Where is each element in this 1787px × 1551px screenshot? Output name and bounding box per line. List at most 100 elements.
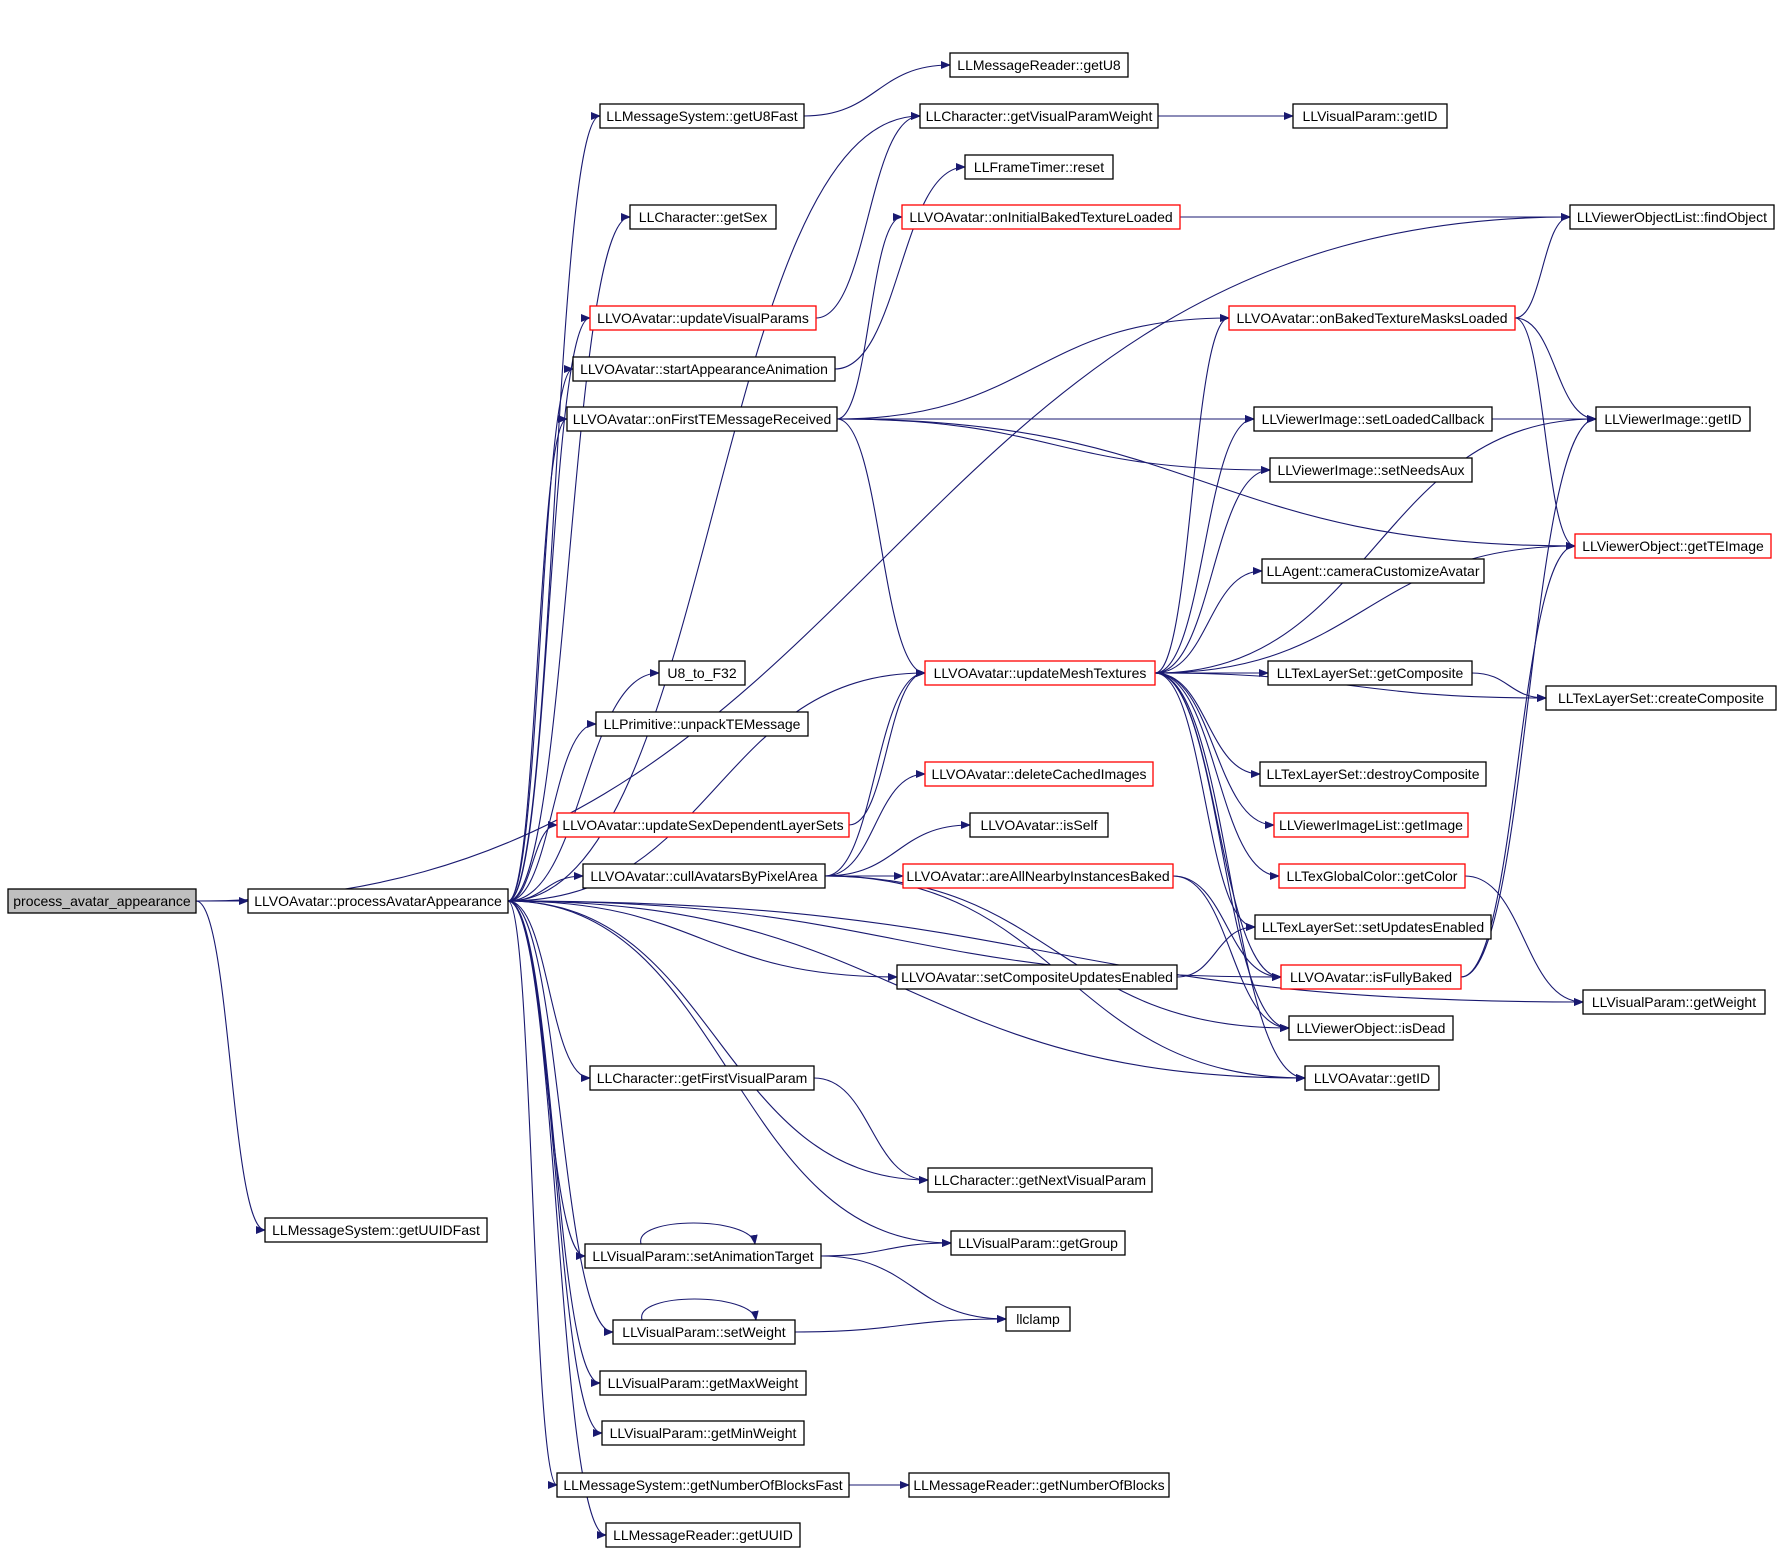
node-box[interactable] <box>556 1472 850 1498</box>
node-llviewerimagelist-getimage[interactable]: LLViewerImageList::getImage <box>1273 812 1469 838</box>
node-llprimitive-unpacktemessage[interactable]: LLPrimitive::unpackTEMessage <box>595 711 809 737</box>
node-box[interactable] <box>612 1319 796 1345</box>
node-box[interactable] <box>908 1472 1170 1498</box>
node-box[interactable] <box>599 103 805 129</box>
node-llvoavatar-processavatarappearance[interactable]: LLVOAvatar::processAvatarAppearance <box>247 888 509 914</box>
node-box[interactable] <box>566 406 838 432</box>
node-box[interactable] <box>1005 1306 1071 1332</box>
node-box[interactable] <box>969 812 1109 838</box>
node-box[interactable] <box>7 888 197 914</box>
node-box[interactable] <box>1267 660 1473 686</box>
node-llvoavatar-onbakedtexturemasksloaded[interactable]: LLVOAvatar::onBakedTextureMasksLoaded <box>1228 305 1516 331</box>
node-llmessagesystem-getu8fast[interactable]: LLMessageSystem::getU8Fast <box>599 103 805 129</box>
node-llcharacter-getfirstvisualparam[interactable]: LLCharacter::getFirstVisualParam <box>589 1065 815 1091</box>
node-box[interactable] <box>1261 558 1485 584</box>
node-box[interactable] <box>927 1167 1153 1193</box>
node-box[interactable] <box>1254 914 1492 940</box>
node-box[interactable] <box>599 1370 807 1396</box>
node-llvoavatar-updatevisualparams[interactable]: LLVOAvatar::updateVisualParams <box>589 305 817 331</box>
node-box[interactable] <box>1269 457 1473 483</box>
node-llcharacter-getvisualparamweight[interactable]: LLCharacter::getVisualParamWeight <box>919 103 1159 129</box>
node-box[interactable] <box>1582 989 1766 1015</box>
node-llvoavatar-setcompositeupdatesenabled[interactable]: LLVOAvatar::setCompositeUpdatesEnabled <box>896 964 1178 990</box>
node-llvoavatar-areallnearbyinstancesbaked[interactable]: LLVOAvatar::areAllNearbyInstancesBaked <box>902 863 1174 889</box>
node-box[interactable] <box>924 660 1156 686</box>
node-box[interactable] <box>584 1243 822 1269</box>
node-llmessagereader-getuuid[interactable]: LLMessageReader::getUUID <box>605 1522 801 1548</box>
node-process-avatar-appearance[interactable]: process_avatar_appearance <box>7 888 197 914</box>
node-llmessagesystem-getuuidfast[interactable]: LLMessageSystem::getUUIDFast <box>264 1217 488 1243</box>
node-llvoavatar-updatemeshtextures[interactable]: LLVOAvatar::updateMeshTextures <box>924 660 1156 686</box>
node-box[interactable] <box>1304 1065 1440 1091</box>
node-box[interactable] <box>1273 812 1469 838</box>
node-box[interactable] <box>919 103 1159 129</box>
node-llframetimer-reset[interactable]: LLFrameTimer::reset <box>964 154 1114 180</box>
node-llvoavatar-cullavatarsbypixelarea[interactable]: LLVOAvatar::cullAvatarsByPixelArea <box>582 863 826 889</box>
node-box[interactable] <box>1278 863 1466 889</box>
node-llvoavatar-startappearanceanimation[interactable]: LLVOAvatar::startAppearanceAnimation <box>572 356 836 382</box>
node-box[interactable] <box>1288 1015 1454 1041</box>
node-box[interactable] <box>629 204 777 230</box>
node-box[interactable] <box>572 356 836 382</box>
node-box[interactable] <box>1253 406 1493 432</box>
node-llvoavatar-isfullybaked[interactable]: LLVOAvatar::isFullyBaked <box>1280 964 1462 990</box>
node-box[interactable] <box>264 1217 488 1243</box>
node-box[interactable] <box>901 204 1181 230</box>
node-u8-to-f32[interactable]: U8_to_F32 <box>658 660 746 686</box>
node-box[interactable] <box>1574 533 1772 559</box>
node-llviewerobject-isdead[interactable]: LLViewerObject::isDead <box>1288 1015 1454 1041</box>
node-llvoavatar-isself[interactable]: LLVOAvatar::isSelf <box>969 812 1109 838</box>
node-box[interactable] <box>1292 103 1448 129</box>
node-llvisualparam-setanimationtarget[interactable]: LLVisualParam::setAnimationTarget <box>584 1243 822 1269</box>
node-llclamp[interactable]: llclamp <box>1005 1306 1071 1332</box>
node-box[interactable] <box>950 1230 1126 1256</box>
node-box[interactable] <box>924 761 1154 787</box>
node-llvoavatar-deletecachedimages[interactable]: LLVOAvatar::deleteCachedImages <box>924 761 1154 787</box>
node-llvisualparam-getminweight[interactable]: LLVisualParam::getMinWeight <box>601 1420 805 1446</box>
node-box[interactable] <box>589 1065 815 1091</box>
node-lltexlayerset-getcomposite[interactable]: LLTexLayerSet::getComposite <box>1267 660 1473 686</box>
node-box[interactable] <box>1228 305 1516 331</box>
node-box[interactable] <box>605 1522 801 1548</box>
node-llvoavatar-onfirsttemessagereceived[interactable]: LLVOAvatar::onFirstTEMessageReceived <box>566 406 838 432</box>
node-box[interactable] <box>589 305 817 331</box>
node-box[interactable] <box>896 964 1178 990</box>
node-llmessagereader-getu8[interactable]: LLMessageReader::getU8 <box>949 52 1129 78</box>
node-llvoavatar-oninitialbakedtextureloaded[interactable]: LLVOAvatar::onInitialBakedTextureLoaded <box>901 204 1181 230</box>
node-box[interactable] <box>1569 204 1775 230</box>
node-box[interactable] <box>964 154 1114 180</box>
node-llviewerobject-getteimage[interactable]: LLViewerObject::getTEImage <box>1574 533 1772 559</box>
node-box[interactable] <box>1545 685 1777 711</box>
node-llvisualparam-getgroup[interactable]: LLVisualParam::getGroup <box>950 1230 1126 1256</box>
node-box[interactable] <box>949 52 1129 78</box>
node-llcharacter-getnextvisualparam[interactable]: LLCharacter::getNextVisualParam <box>927 1167 1153 1193</box>
node-lltexglobalcolor-getcolor[interactable]: LLTexGlobalColor::getColor <box>1278 863 1466 889</box>
node-llvisualparam-setweight[interactable]: LLVisualParam::setWeight <box>612 1319 796 1345</box>
node-box[interactable] <box>902 863 1174 889</box>
node-llvisualparam-getid[interactable]: LLVisualParam::getID <box>1292 103 1448 129</box>
node-llvisualparam-getmaxweight[interactable]: LLVisualParam::getMaxWeight <box>599 1370 807 1396</box>
node-llcharacter-getsex[interactable]: LLCharacter::getSex <box>629 204 777 230</box>
node-llmessagesystem-getnumberofblocksfast[interactable]: LLMessageSystem::getNumberOfBlocksFast <box>556 1472 850 1498</box>
node-box[interactable] <box>601 1420 805 1446</box>
node-llmessagereader-getnumberofblocks[interactable]: LLMessageReader::getNumberOfBlocks <box>908 1472 1170 1498</box>
node-llvisualparam-getweight[interactable]: LLVisualParam::getWeight <box>1582 989 1766 1015</box>
node-llviewerimage-getid[interactable]: LLViewerImage::getID <box>1595 406 1751 432</box>
node-lltexlayerset-createcomposite[interactable]: LLTexLayerSet::createComposite <box>1545 685 1777 711</box>
node-box[interactable] <box>1280 964 1462 990</box>
node-box[interactable] <box>595 711 809 737</box>
node-llvoavatar-getid[interactable]: LLVOAvatar::getID <box>1304 1065 1440 1091</box>
node-llviewerimage-setneedsaux[interactable]: LLViewerImage::setNeedsAux <box>1269 457 1473 483</box>
node-llviewerobjectlist-findobject[interactable]: LLViewerObjectList::findObject <box>1569 204 1775 230</box>
node-box[interactable] <box>1595 406 1751 432</box>
node-llviewerimage-setloadedcallback[interactable]: LLViewerImage::setLoadedCallback <box>1253 406 1493 432</box>
node-lltexlayerset-destroycomposite[interactable]: LLTexLayerSet::destroyComposite <box>1259 761 1487 787</box>
node-llagent-cameracustomizeavatar[interactable]: LLAgent::cameraCustomizeAvatar <box>1261 558 1485 584</box>
node-box[interactable] <box>582 863 826 889</box>
node-box[interactable] <box>658 660 746 686</box>
node-box[interactable] <box>556 812 850 838</box>
node-llvoavatar-updatesexdependentlayersets[interactable]: LLVOAvatar::updateSexDependentLayerSets <box>556 812 850 838</box>
node-lltexlayerset-setupdatesenabled[interactable]: LLTexLayerSet::setUpdatesEnabled <box>1254 914 1492 940</box>
node-box[interactable] <box>247 888 509 914</box>
node-box[interactable] <box>1259 761 1487 787</box>
